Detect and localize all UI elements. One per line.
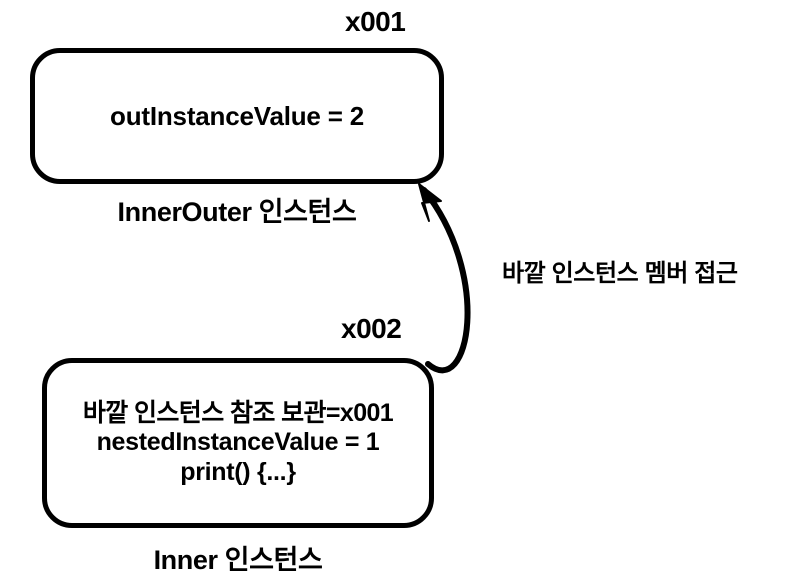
outer-instance-address-label: x001 [345, 6, 406, 37]
outer-instance-field-0: outInstanceValue = 2 [110, 100, 364, 131]
inner-instance-field-0: 바깥 인스턴스 참조 보관=x001 [82, 398, 394, 427]
inner-instance-address-label: x002 [341, 313, 402, 344]
relation-arrow-label: 바깥 인스턴스 멤버 접근 [502, 260, 738, 287]
outer-instance-box[interactable]: outInstanceValue = 2 [30, 48, 444, 184]
inner-instance-box[interactable]: 바깥 인스턴스 참조 보관=x001 nestedInstanceValue =… [42, 358, 434, 528]
inner-instance-caption: Inner 인스턴스 [153, 545, 323, 575]
outer-instance-caption: InnerOuter 인스턴스 [117, 197, 357, 227]
inner-instance-field-2: print() {...} [180, 457, 296, 486]
inner-instance-field-1: nestedInstanceValue = 1 [96, 428, 380, 457]
